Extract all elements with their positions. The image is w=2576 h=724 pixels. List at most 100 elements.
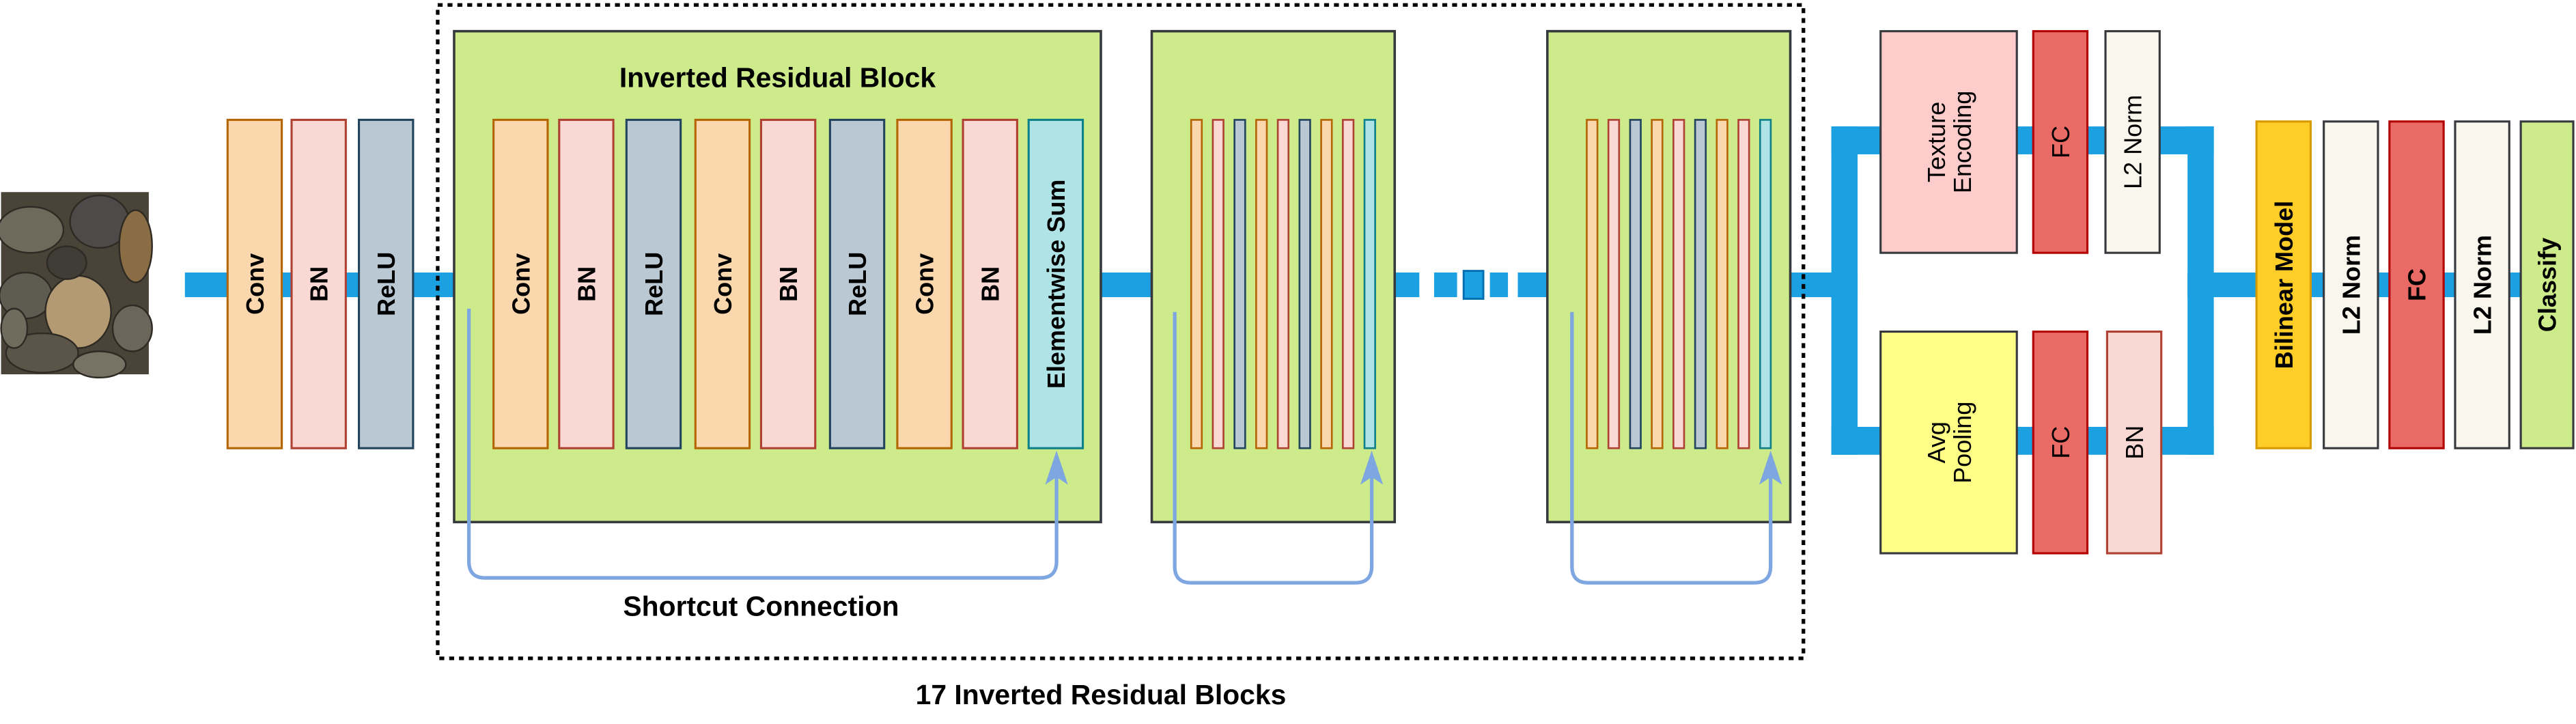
compact-layer-bn [1672,119,1685,449]
layer-label: TextureEncoding [1922,91,1976,193]
layer-bn: BN [2105,330,2163,555]
layer-label: Bilinear Model [2270,201,2298,369]
layer-label: L2 Norm [2469,235,2497,335]
layer-box [1879,330,2018,555]
layer-label: FC [2047,126,2075,158]
layer-conv: Conv [226,118,283,449]
layer-texture-encoding: TextureEncoding [1879,30,2018,254]
shortcut-arrow-3 [1570,311,1773,585]
compact-layer-conv [1651,119,1664,449]
inverted-residual-block-2 [1150,29,1397,524]
compact-layer-relu [1694,119,1707,449]
layer-label: AvgPooling [1922,402,1976,484]
compact-layer-relu [1629,119,1642,449]
layer-box [558,118,615,449]
layer-label: Conv [241,253,269,315]
branch-split-vertical [1831,126,1858,455]
layer-bn: BN [290,118,347,449]
layer-label: Conv [911,253,939,315]
layer-label: ReLU [843,252,871,316]
layer-label: BN [305,266,333,302]
layer-box [2519,120,2575,449]
layer-conv: Conv [694,118,751,449]
layer-label: BN [774,266,802,302]
layer-box [2032,330,2089,555]
layer-relu: ReLU [828,118,886,449]
layer-bn: BN [558,118,615,449]
layer-label: ReLU [640,252,668,316]
layer-fc: FC [2032,30,2089,254]
compact-layer-conv [1255,119,1268,449]
layer-box [759,118,817,449]
layer-elementwise-sum: Elementwise Sum [1027,118,1084,449]
layer-fc: FC [2032,330,2089,555]
compact-layer-bn [1737,119,1750,449]
layer-label: FC [2047,426,2075,459]
compact-layer-conv [1586,119,1599,449]
layer-label-line: Texture [1922,102,1950,182]
shortcut-arrow-2 [1173,311,1374,585]
rock [0,206,65,254]
layer-box [2104,30,2161,254]
layer-label: FC [2403,268,2431,301]
rock [5,332,79,374]
layer-l2-norm: L2 Norm [2454,120,2510,449]
layer-label: BN [572,266,600,302]
compact-layer-bn [1607,119,1621,449]
layer-box [2255,120,2312,449]
group-label: 17 Inverted Residual Blocks [916,679,1287,710]
ellipsis-block [1462,270,1485,300]
layer-label: ReLU [372,252,400,316]
layer-box [962,118,1018,449]
arrowhead-icon [1759,450,1782,485]
layer-box [226,118,283,449]
rock [111,304,153,352]
layer-box [694,118,751,449]
layer-label: L2 Norm [2337,235,2365,335]
pipe-dash [1489,273,1509,298]
layer-box [625,118,682,449]
compact-layer-bn [1276,119,1290,449]
layer-label-line: Encoding [1948,91,1976,193]
layer-bn: BN [759,118,817,449]
compact-layer-conv [1190,119,1203,449]
rock [0,307,29,349]
layer-box [290,118,347,449]
shortcut-label: Shortcut Connection [623,590,899,622]
compact-layer-conv [1716,119,1728,449]
layer-box [828,118,886,449]
compact-layer-conv [1320,119,1333,449]
layer-fc: FC [2388,120,2445,449]
layer-label: L2 Norm [2119,95,2147,189]
rock [72,350,127,379]
layer-conv: Conv [896,118,953,449]
layer-relu: ReLU [625,118,682,449]
layer-label: BN [2120,426,2148,460]
layer-box [357,118,415,449]
compact-layer-relu [1233,119,1246,449]
compact-layer-sum [1363,119,1376,449]
layer-bn: BN [962,118,1018,449]
layer-label: Conv [709,253,737,315]
pipe-dash [1433,273,1457,298]
layer-label: Classify [2534,238,2562,332]
block-title: Inverted Residual Block [619,61,936,93]
layer-box [1879,30,2018,254]
layer-conv: Conv [492,118,549,449]
layer-bilinear-model: Bilinear Model [2255,120,2312,449]
layer-label-line: Pooling [1948,402,1976,484]
layer-box [2105,330,2163,555]
layer-box [2032,30,2089,254]
layer-label: Elementwise Sum [1042,180,1070,389]
layer-label: Conv [507,253,535,315]
shortcut-arrow-1 [466,308,1059,580]
arrowhead-icon [1045,450,1068,485]
layer-box [492,118,549,449]
layer-box [2388,120,2445,449]
layer-box [1027,118,1084,449]
arrowhead-icon [1360,450,1384,485]
layer-l2-norm: L2 Norm [2104,30,2161,254]
layer-classify: Classify [2519,120,2575,449]
